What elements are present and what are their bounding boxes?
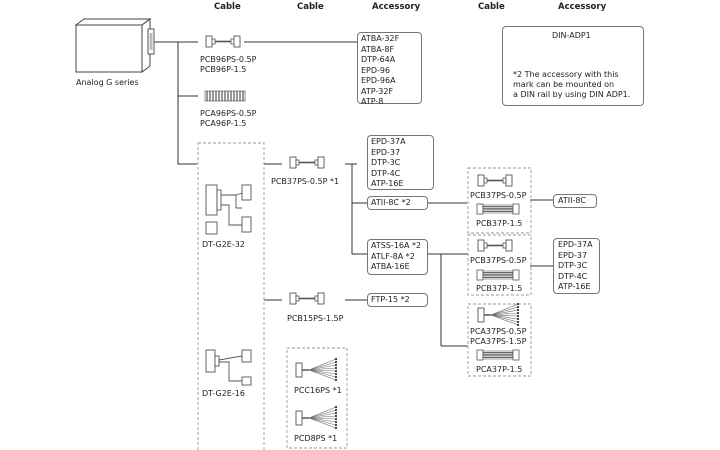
note-line-2: mark can be mounted on: [513, 80, 615, 89]
accessory-item: ATP-8: [361, 97, 384, 106]
analog-device-icon: [74, 18, 155, 73]
cable-pcd8ps-label: PCD8PS *1: [294, 434, 338, 443]
right-group-frame-3: [467, 303, 532, 377]
accessory-item: ATLF-8A *2: [371, 251, 415, 261]
accessory-item: EPD-96A: [361, 76, 396, 85]
accessory-item: DTP-64A: [361, 55, 396, 64]
note-line-3: a DIN rail by using DIN ADP1.: [513, 90, 631, 99]
terminal-dt16-label: DT-G2E-16: [202, 389, 245, 398]
accessory-item: ATBA-32F: [361, 34, 400, 43]
right-pcb37ps-a-icon: [477, 174, 513, 187]
right-pca37p-label: PCA37P-1.5: [476, 365, 523, 374]
accessory-item: ATBA-16E: [371, 262, 410, 271]
accessory-item: DTP-3C: [371, 158, 401, 167]
accessory-item: ATII-8C *2: [371, 198, 411, 207]
accessory-box-atii-mid: ATII-8C *2: [367, 196, 428, 210]
accessory-box-group2: EPD-37A EPD-37 DTP-3C DTP-4C ATP-16E: [367, 135, 434, 190]
device-label: Analog G series: [76, 78, 139, 87]
accessory-box-ftp: FTP-15 *2: [367, 293, 428, 307]
terminal-dt32-label: DT-G2E-32: [202, 240, 245, 249]
accessory-item: FTP-15 *2: [371, 295, 410, 304]
cable-pca96-label-2: PCA96P-1.5: [200, 119, 247, 128]
accessory-item: ATP-16E: [371, 179, 404, 188]
accessory-item: EPD-37A: [558, 240, 593, 249]
accessory-box-atii-right: ATII-8C: [553, 194, 597, 208]
cable-pcb15ps-label: PCB15PS-1.5P: [287, 314, 344, 323]
pcb96-cable-icon: [205, 35, 241, 48]
note-line-1: *2 The accessory with this: [513, 70, 619, 79]
accessory-item: EPD-37: [558, 250, 588, 260]
right-pcb37ps-b-icon: [477, 239, 513, 252]
dt-g2e-16-icon: [205, 349, 252, 386]
accessory-item: EPD-37A: [371, 137, 406, 146]
din-adp1-note-box: [502, 26, 644, 106]
cable-pca96-label-1: PCA96PS-0.5P: [200, 109, 257, 118]
right-pcb37p-b-label: PCB37P-1.5: [476, 284, 523, 293]
accessory-item: EPD-96: [361, 65, 391, 75]
accessory-item: ATBA-8F: [361, 44, 395, 54]
header-cable-1: Cable: [214, 2, 241, 12]
terminal-group-frame: [197, 142, 265, 450]
right-pcb37ps-a-label: PCB37PS-0.5P: [470, 191, 527, 200]
fanout-group-frame: [286, 347, 348, 449]
accessory-item: DTP-4C: [371, 168, 401, 178]
cable-pcb37ps-label: PCB37PS-0.5P *1: [271, 177, 340, 186]
pca96-ribbon-icon: [204, 90, 246, 102]
header-accessory-1: Accessory: [372, 2, 421, 12]
pcc16ps-fan-icon: [295, 357, 338, 382]
accessory-item: ATII-8C: [558, 196, 587, 205]
right-pca37ps-fan-icon: [477, 302, 520, 327]
header-cable-3: Cable: [478, 2, 505, 12]
pcb37ps-cable-icon: [289, 156, 325, 169]
accessory-item: ATP-32F: [361, 86, 394, 96]
din-adp1-title: DIN-ADP1: [552, 31, 591, 40]
right-group-frame-1: [467, 167, 532, 234]
right-pcb37ps-b-label: PCB37PS-0.5P: [470, 256, 527, 265]
accessory-item: ATP-16E: [558, 282, 591, 291]
right-pca37ps-label-1: PCA37PS-0.5P: [470, 327, 527, 336]
pcb15ps-cable-icon: [289, 292, 325, 305]
right-pcb37p-a-icon: [476, 203, 520, 215]
right-pca37p-icon: [476, 349, 520, 361]
right-pca37ps-label-2: PCA37PS-1.5P: [470, 337, 527, 346]
accessory-box-group1: ATBA-32F ATBA-8F DTP-64A EPD-96 EPD-96A …: [357, 32, 422, 106]
right-pcb37p-b-icon: [476, 269, 520, 281]
pcd8ps-fan-icon: [295, 405, 338, 430]
accessory-item: DTP-3C: [558, 261, 588, 270]
accessory-item: DTP-4C: [558, 271, 588, 281]
right-pcb37p-a-label: PCB37P-1.5: [476, 219, 523, 228]
right-group-frame-2: [467, 234, 532, 296]
accessory-item: ATSS-16A *2: [371, 241, 422, 250]
cable-pcb96-label-2: PCB96P-1.5: [200, 65, 247, 74]
header-accessory-2: Accessory: [558, 2, 607, 12]
accessory-box-group4: EPD-37A EPD-37 DTP-3C DTP-4C ATP-16E: [553, 238, 600, 294]
cable-pcb96-label-1: PCB96PS-0.5P: [200, 55, 257, 64]
dt-g2e-32-icon: [205, 184, 252, 235]
cable-pcc16ps-label: PCC16PS *1: [294, 386, 342, 395]
accessory-box-group3: ATSS-16A *2 ATLF-8A *2 ATBA-16E: [367, 239, 428, 275]
accessory-item: EPD-37: [371, 147, 401, 157]
header-cable-2: Cable: [297, 2, 324, 12]
